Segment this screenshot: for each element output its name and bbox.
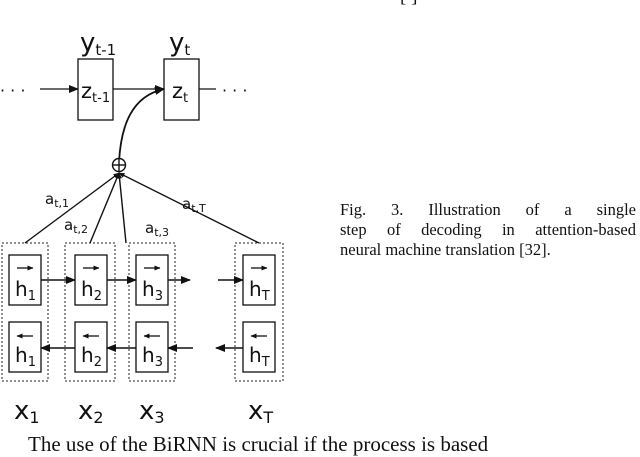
caption-line-1: Fig. 3. Illustration of a single	[340, 200, 636, 219]
attention-label-3: at,3	[145, 219, 169, 239]
attention-label-1: at,1	[45, 190, 69, 210]
attention-label-2: at,2	[64, 216, 88, 236]
forward-hidden-label-1: h1	[15, 277, 36, 304]
context-arrow	[118, 87, 165, 163]
caption-line-2: step of decoding in attention-based	[340, 220, 636, 239]
attention-label-T: at,T	[182, 195, 206, 215]
encoder-group-2	[64, 242, 116, 382]
attention-line-T	[118, 172, 260, 244]
forward-hidden-label-2: h2	[81, 277, 102, 304]
attention-line-1	[24, 172, 120, 244]
body-text: The use of the BiRNN is crucial if the p…	[28, 432, 489, 456]
backward-hidden-label-3: h3	[142, 343, 163, 370]
output-cur-label: yt	[169, 28, 190, 59]
caption-line-3: neural machine translation [32].	[340, 240, 551, 259]
forward-hidden-label-T: hT	[249, 277, 270, 304]
cropped-top-text: [ ]	[400, 0, 417, 8]
backward-hidden-label-1: h1	[15, 343, 36, 370]
output-prev-label: yt-1	[80, 28, 116, 59]
attention-line-3	[117, 172, 127, 244]
figure-caption: Fig. 3. Illustration of a single step of…	[340, 200, 636, 260]
input-label-2: x2	[78, 396, 104, 427]
dots-left: · · ·	[0, 81, 25, 100]
attention-line-2	[89, 172, 120, 244]
state-cur-label: zt	[172, 79, 188, 106]
forward-hidden-label-3: h3	[142, 277, 163, 304]
encoder-group-T	[234, 242, 284, 382]
backward-state-box-T	[242, 321, 276, 373]
backward-hidden-label-2: h2	[81, 343, 102, 370]
state-prev-label: zt-1	[81, 79, 110, 106]
dots-right: · · ·	[222, 81, 247, 100]
backward-hidden-label-T: hT	[249, 343, 270, 370]
input-label-T: xT	[248, 396, 273, 427]
input-label-3: x3	[139, 396, 165, 427]
input-label-1: x1	[14, 396, 40, 427]
